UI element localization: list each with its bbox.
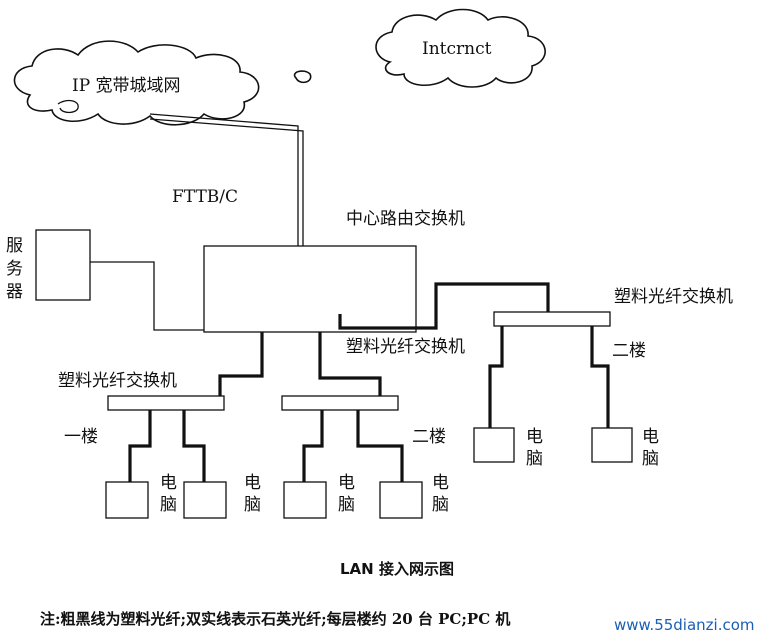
- floor-1-label: 一楼: [64, 427, 98, 447]
- watermark: www.55dianzi.com: [614, 616, 755, 634]
- pc-right-2-label-2: 脑: [642, 449, 659, 469]
- pc-right-1-label-1: 电: [526, 427, 543, 447]
- floor-2-mid-label: 二楼: [412, 427, 446, 447]
- pc-mid-1-label-2: 脑: [338, 495, 355, 515]
- right-switch-label: 塑料光纤交换机: [614, 287, 733, 307]
- pc-mid-2-label-1: 电: [432, 473, 449, 493]
- pc-mid-2-label-2: 脑: [432, 495, 449, 515]
- fiber-to-mid-switch: [318, 332, 382, 396]
- diagram-caption: LAN 接入网示图: [340, 560, 454, 578]
- internet-cloud: Intcrnct: [293, 8, 546, 88]
- mid-plastic-fiber-switch: [281, 395, 399, 411]
- ip-metro-network-cloud: IP 宽带城域网: [13, 40, 260, 126]
- core-router-switch: [203, 245, 417, 333]
- fiber-to-left-switch: [218, 332, 264, 396]
- left-pc1-link: [128, 410, 152, 482]
- server-label-3: 器: [6, 282, 23, 302]
- pc-left-1-label-1: 电: [160, 473, 177, 493]
- ip-metro-network-label: IP 宽带城域网: [72, 76, 181, 96]
- quartz-fiber-link: [149, 113, 304, 246]
- right-plastic-fiber-switch: [493, 311, 611, 327]
- server-label-1: 服: [6, 236, 23, 256]
- mid-pc1-link: [302, 410, 324, 482]
- internet-label: Intcrnct: [422, 39, 492, 59]
- mid-switch-label: 塑料光纤交换机: [346, 337, 465, 357]
- pc-mid-1: [283, 481, 327, 519]
- pc-mid-2: [379, 481, 423, 519]
- pc-left-2-label-2: 脑: [244, 495, 261, 515]
- pc-right-2-label-1: 电: [642, 427, 659, 447]
- fttb-label: FTTB/C: [172, 187, 238, 207]
- left-switch-label: 塑料光纤交换机: [58, 371, 177, 391]
- left-plastic-fiber-switch: [107, 395, 225, 411]
- floor-2-right-label: 二楼: [612, 341, 646, 361]
- pc-right-1: [473, 427, 515, 463]
- fiber-to-right-switch: [338, 282, 550, 330]
- pc-left-1-label-2: 脑: [160, 495, 177, 515]
- pc-left-1: [105, 481, 149, 519]
- diagram-note: 注:粗黑线为塑料光纤;双实线表示石英光纤;每层楼约 20 台 PC;PC 机: [40, 610, 510, 628]
- server-link: [90, 261, 204, 331]
- right-pc1-link: [488, 326, 504, 428]
- pc-mid-1-label-1: 电: [338, 473, 355, 493]
- server: 服 务 器: [6, 229, 91, 302]
- core-switch-label: 中心路由交换机: [346, 209, 465, 229]
- pc-left-2: [183, 481, 227, 519]
- pc-right-2: [591, 427, 633, 463]
- mid-pc2-link: [356, 410, 404, 482]
- left-pc2-link: [182, 410, 206, 482]
- right-pc2-link: [590, 326, 610, 428]
- pc-left-2-label-1: 电: [244, 473, 261, 493]
- server-label-2: 务: [6, 259, 23, 279]
- pc-right-1-label-2: 脑: [526, 449, 543, 469]
